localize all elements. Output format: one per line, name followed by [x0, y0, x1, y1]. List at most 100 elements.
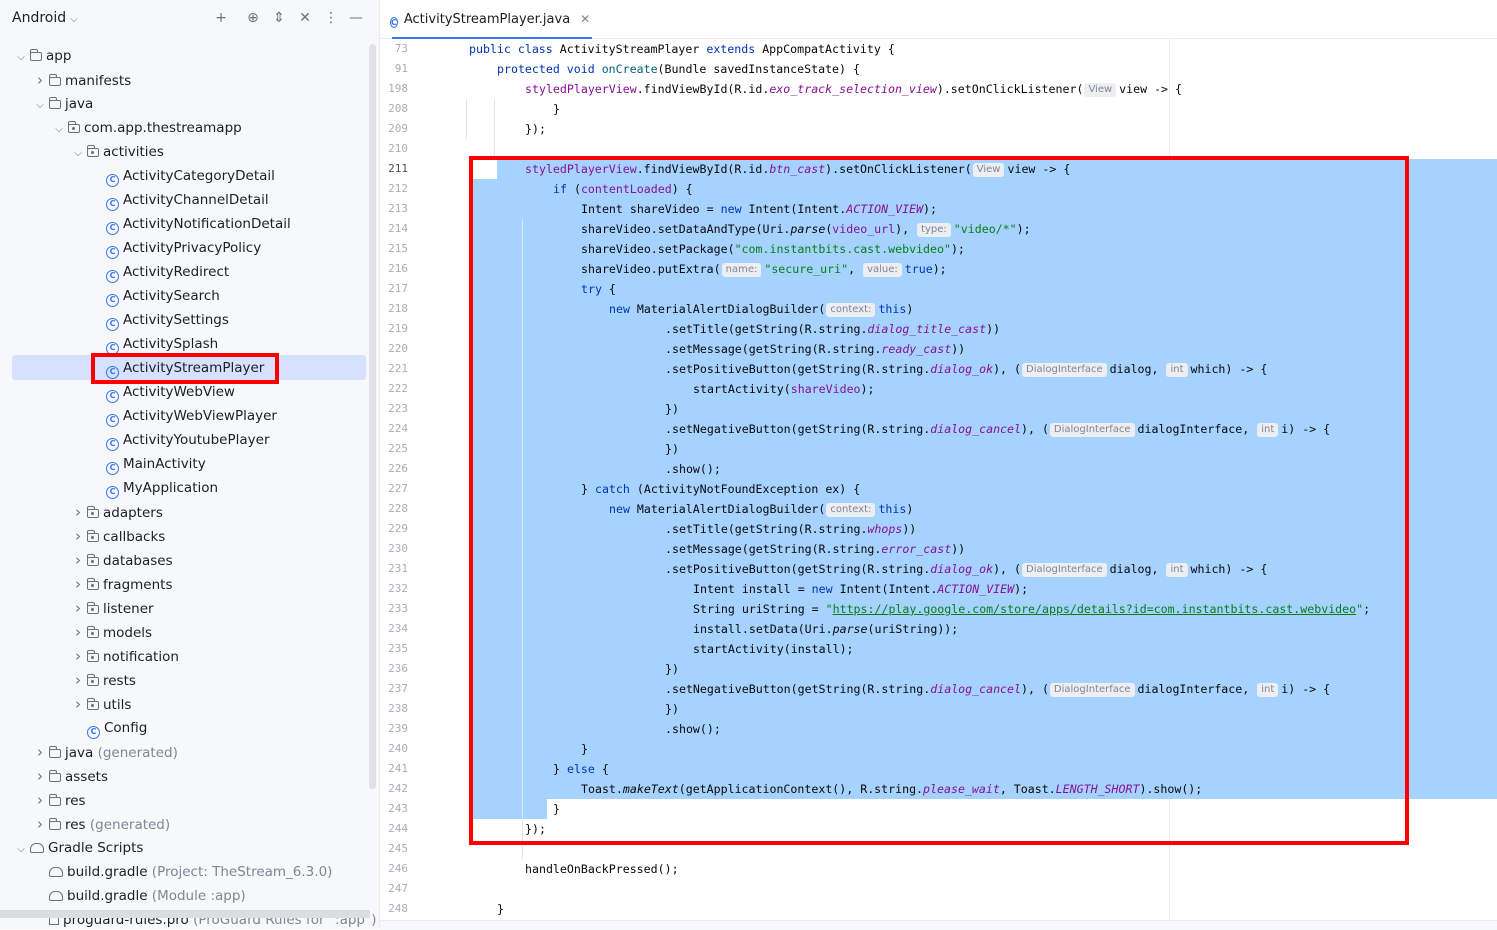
tree-item[interactable]: ›fragments: [71, 572, 172, 596]
tree-item[interactable]: ›manifests: [33, 68, 131, 92]
tree-item[interactable]: ›listener: [71, 596, 154, 620]
code-line[interactable]: Toast.makeText(getApplicationContext(), …: [581, 779, 1202, 799]
collapse-icon[interactable]: ✕: [299, 10, 311, 26]
code-line[interactable]: Intent shareVideo = new Intent(Intent.AC…: [581, 199, 937, 219]
code-line[interactable]: .setMessage(getString(R.string.ready_cas…: [665, 339, 965, 359]
code-line[interactable]: }: [553, 99, 560, 119]
tree-item[interactable]: ⌵activities: [71, 140, 164, 164]
code-line[interactable]: } else {: [553, 759, 609, 779]
tree-item[interactable]: ⌵app: [14, 44, 71, 68]
code-line[interactable]: styledPlayerView.findViewById(R.id.exo_t…: [525, 79, 1182, 99]
code-line[interactable]: });: [525, 119, 546, 139]
tree-item[interactable]: ›notification: [71, 644, 179, 668]
chevron-right-icon[interactable]: ›: [37, 815, 43, 833]
code-line[interactable]: install.setData(Uri.parse(uriString));: [693, 619, 958, 639]
project-view-selector[interactable]: Android⌵: [12, 10, 78, 26]
code-line[interactable]: shareVideo.setPackage("com.instantbits.c…: [581, 239, 965, 259]
code-line[interactable]: .setTitle(getString(R.string.dialog_titl…: [665, 319, 1000, 339]
chevron-right-icon[interactable]: ›: [37, 767, 43, 785]
code-line[interactable]: .setNegativeButton(getString(R.string.di…: [665, 679, 1330, 699]
code-line[interactable]: });: [525, 819, 546, 839]
chevron-down-icon[interactable]: ⌵: [17, 844, 25, 855]
tree-item[interactable]: ›adapters: [71, 500, 163, 524]
chevron-down-icon[interactable]: ⌵: [36, 100, 44, 111]
chevron-right-icon[interactable]: ›: [75, 647, 81, 665]
code-line[interactable]: startActivity(install);: [693, 639, 854, 659]
tree-item[interactable]: ›res (generated): [33, 812, 170, 836]
tree-item[interactable]: ›callbacks: [71, 524, 165, 548]
chevron-right-icon[interactable]: ›: [75, 551, 81, 569]
code-line[interactable]: startActivity(shareVideo);: [693, 379, 875, 399]
chevron-right-icon[interactable]: ›: [37, 791, 43, 809]
code-line[interactable]: styledPlayerView.findViewById(R.id.btn_c…: [525, 159, 1070, 179]
code-line[interactable]: }): [665, 659, 679, 679]
code-line[interactable]: .setPositiveButton(getString(R.string.di…: [665, 359, 1267, 379]
code-line[interactable]: shareVideo.setDataAndType(Uri.parse(vide…: [581, 219, 1031, 239]
code-line[interactable]: }): [665, 439, 679, 459]
tree-item[interactable]: ›rests: [71, 668, 136, 692]
code-line[interactable]: Intent install = new Intent(Intent.ACTIO…: [693, 579, 1028, 599]
code-line[interactable]: .show();: [665, 459, 721, 479]
code-line[interactable]: }): [665, 699, 679, 719]
tree-item[interactable]: ›databases: [71, 548, 173, 572]
tree-item[interactable]: ›assets: [33, 764, 108, 788]
project-horizontal-scrollbar[interactable]: [0, 910, 370, 918]
chevron-right-icon[interactable]: ›: [75, 695, 81, 713]
code-line[interactable]: String uriString = "https://play.google.…: [693, 599, 1370, 619]
code-line[interactable]: new MaterialAlertDialogBuilder(context:t…: [609, 499, 913, 519]
chevron-down-icon[interactable]: ⌵: [55, 124, 63, 135]
code-line[interactable]: .setPositiveButton(getString(R.string.di…: [665, 559, 1267, 579]
code-line[interactable]: .setMessage(getString(R.string.error_cas…: [665, 539, 965, 559]
chevron-right-icon[interactable]: ›: [75, 575, 81, 593]
code-line[interactable]: new MaterialAlertDialogBuilder(context:t…: [609, 299, 913, 319]
tree-item[interactable]: ⌵java: [33, 92, 93, 116]
tree-item[interactable]: ⌵com.app.thestreamapp: [52, 116, 242, 140]
code-line[interactable]: }: [497, 899, 504, 919]
code-line[interactable]: .setNegativeButton(getString(R.string.di…: [665, 419, 1330, 439]
tree-item[interactable]: ›utils: [71, 692, 131, 716]
minimize-icon[interactable]: —: [349, 10, 363, 26]
tree-item[interactable]: ›java (generated): [33, 740, 178, 764]
more-icon[interactable]: ⋮: [324, 10, 338, 26]
add-icon[interactable]: +: [215, 10, 227, 26]
tree-item[interactable]: ›models: [71, 620, 152, 644]
chevron-right-icon[interactable]: ›: [75, 503, 81, 521]
code-line[interactable]: }: [553, 799, 560, 819]
code-line[interactable]: } catch (ActivityNotFoundException ex) {: [581, 479, 860, 499]
code-line[interactable]: }: [581, 739, 588, 759]
expand-icon[interactable]: ⇕: [273, 10, 285, 26]
chevron-down-icon[interactable]: ⌵: [17, 52, 25, 63]
tree-item[interactable]: build.gradle (Project: TheStream_6.3.0): [33, 860, 332, 884]
close-icon[interactable]: ✕: [580, 12, 591, 26]
locate-icon[interactable]: ⊕: [247, 10, 259, 26]
tree-item[interactable]: ›res: [33, 788, 86, 812]
code-line[interactable]: try {: [581, 279, 616, 299]
chevron-right-icon[interactable]: ›: [75, 671, 81, 689]
chevron-right-icon[interactable]: ›: [37, 743, 43, 761]
chevron-right-icon[interactable]: ›: [75, 527, 81, 545]
code-line[interactable]: protected void onCreate(Bundle savedInst…: [497, 59, 860, 79]
code-line[interactable]: }): [665, 399, 679, 419]
chevron-right-icon[interactable]: ›: [37, 71, 43, 89]
project-vertical-scrollbar[interactable]: [369, 44, 376, 789]
code-line[interactable]: shareVideo.putExtra(name:"secure_uri", v…: [581, 259, 947, 279]
code-line[interactable]: public class ActivityStreamPlayer extend…: [469, 39, 895, 59]
code-line[interactable]: handleOnBackPressed();: [525, 859, 679, 879]
